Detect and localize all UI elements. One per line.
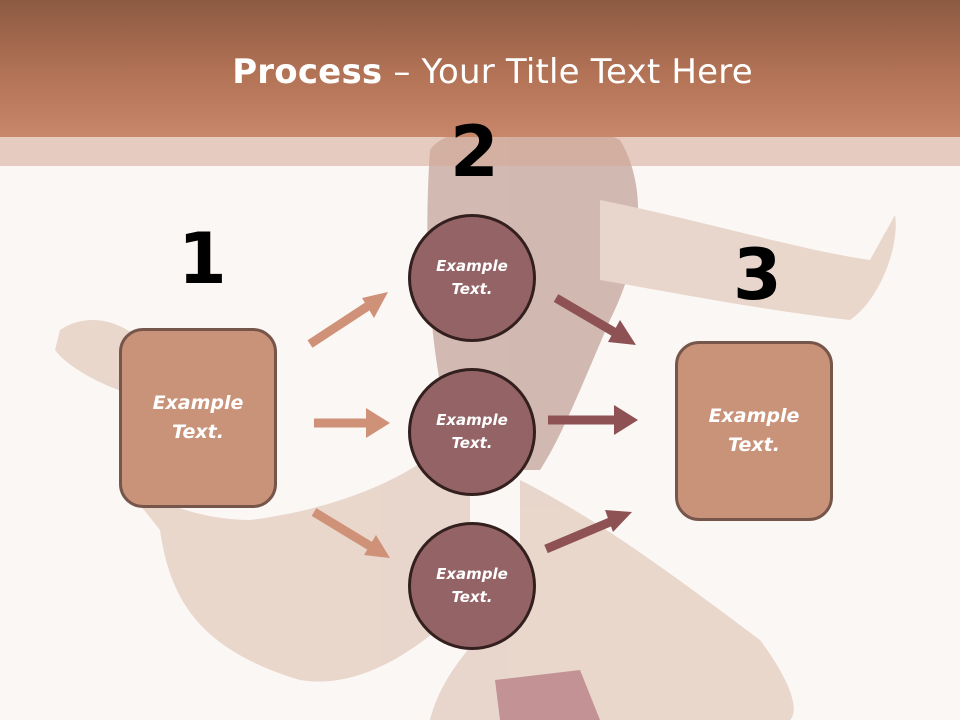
circle-bottom-text: Example Text. — [436, 565, 508, 606]
arrow-left-to-middle — [314, 408, 390, 438]
circle-top: Example Text. — [408, 214, 536, 342]
title-rest: – Your Title Text Here — [382, 52, 753, 92]
circle-middle: Example Text. — [408, 368, 536, 496]
left-box-text: Example Text. — [152, 392, 244, 443]
arrow-top-to-right — [553, 294, 636, 345]
header-strip — [0, 137, 960, 166]
arrow-bottom-to-right — [544, 510, 632, 554]
circle-middle-text: Example Text. — [436, 411, 508, 452]
right-text-box: Example Text. — [675, 341, 833, 521]
right-box-text: Example Text. — [708, 405, 800, 456]
step-number-1: 1 — [178, 218, 227, 300]
slide-title: Process – Your Title Text Here — [0, 52, 960, 92]
step-number-3: 3 — [733, 234, 782, 316]
circle-top-text: Example Text. — [436, 257, 508, 298]
arrow-left-to-top — [307, 292, 388, 348]
circle-bottom: Example Text. — [408, 522, 536, 650]
title-bold: Process — [232, 52, 383, 92]
arrow-left-to-bottom — [311, 508, 390, 558]
header-band — [0, 0, 960, 137]
left-text-box: Example Text. — [119, 328, 277, 508]
step-number-2: 2 — [450, 111, 499, 193]
arrow-middle-to-right — [548, 405, 638, 435]
